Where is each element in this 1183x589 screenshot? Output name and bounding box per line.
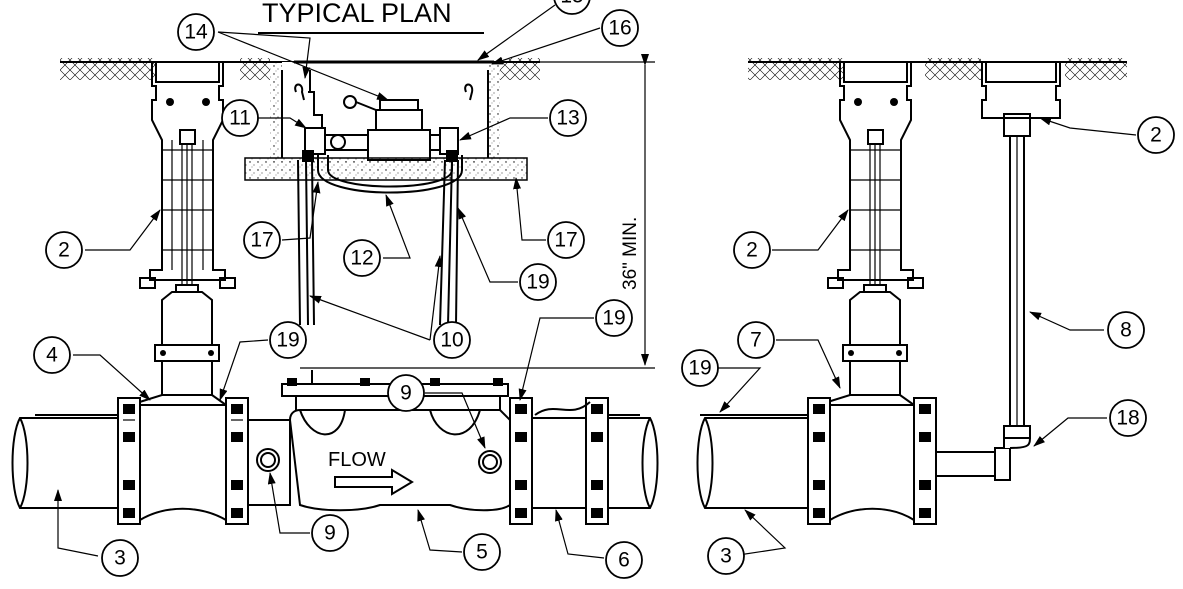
callout-19-tee: 19: [269, 321, 307, 359]
callout-7: 7: [737, 321, 775, 359]
callout-17-left: 17: [243, 221, 281, 259]
callout-12: 12: [343, 239, 381, 277]
dimension-line: [300, 54, 655, 369]
svg-text:19: 19: [276, 329, 299, 352]
meter-vault: [244, 60, 528, 326]
callout-18: 18: [1109, 399, 1147, 437]
callout-15: 15: [553, 0, 591, 15]
callout-10: 10: [433, 321, 471, 359]
drawing-title: TYPICAL PLAN: [262, 0, 452, 28]
callout-9-top: 9: [387, 374, 425, 412]
svg-text:11: 11: [229, 107, 251, 130]
svg-text:10: 10: [440, 329, 463, 352]
callout-11: 11: [221, 99, 259, 137]
callout-19-right: 19: [681, 349, 719, 387]
valve-box-right: [827, 61, 924, 395]
strainer-body: [281, 370, 511, 512]
callout-17-right: 17: [547, 221, 585, 259]
valve-box-left: [139, 61, 236, 289]
svg-text:5: 5: [476, 541, 488, 564]
main-pipe-right-segment: [509, 397, 659, 525]
callout-14: 14: [177, 13, 215, 51]
callout-2-left: 2: [45, 231, 83, 269]
callout-9-bottom: 9: [311, 514, 349, 552]
svg-text:19: 19: [602, 307, 625, 330]
callout-6: 6: [605, 541, 643, 579]
svg-text:17: 17: [250, 229, 273, 252]
svg-text:9: 9: [400, 382, 412, 405]
callout-4: 4: [33, 336, 71, 374]
svg-text:7: 7: [750, 329, 762, 352]
main-pipe-left: [11, 397, 291, 525]
svg-text:3: 3: [720, 545, 732, 568]
callout-19-flange: 19: [595, 299, 633, 337]
svg-text:6: 6: [618, 549, 630, 572]
callout-8: 8: [1107, 311, 1145, 349]
svg-text:8: 8: [1120, 319, 1132, 342]
callout-3-left: 3: [101, 539, 139, 577]
svg-text:13: 13: [556, 107, 579, 130]
svg-text:2: 2: [746, 239, 758, 262]
svg-text:2: 2: [1150, 124, 1162, 147]
svg-text:18: 18: [1116, 407, 1139, 430]
svg-text:4: 4: [46, 344, 58, 367]
svg-text:19: 19: [688, 357, 711, 380]
svg-text:3: 3: [114, 547, 126, 570]
callout-3-right: 3: [707, 537, 745, 575]
svg-text:16: 16: [608, 17, 631, 40]
flow-label: FLOW: [328, 449, 386, 471]
svg-text:2: 2: [58, 239, 70, 262]
svg-text:12: 12: [350, 247, 373, 270]
callout-2-blowoff: 2: [1137, 116, 1175, 154]
blowoff-box: [981, 61, 1061, 436]
dimension-label: 36" MIN.: [620, 217, 641, 290]
callout-2-right: 2: [733, 231, 771, 269]
svg-text:14: 14: [184, 21, 208, 44]
main-pipe-right-detail: [696, 394, 1031, 525]
callout-13: 13: [549, 99, 587, 137]
svg-text:19: 19: [526, 271, 549, 294]
callout-19-riser: 19: [519, 263, 557, 301]
callout-16: 16: [601, 9, 639, 47]
leader-lines: [54, 4, 1137, 559]
svg-text:15: 15: [560, 0, 583, 8]
svg-text:9: 9: [324, 522, 336, 545]
ground-surface-right: [748, 58, 1127, 80]
gate-valve-left: [154, 284, 220, 395]
svg-text:17: 17: [554, 229, 577, 252]
callout-5: 5: [463, 533, 501, 571]
